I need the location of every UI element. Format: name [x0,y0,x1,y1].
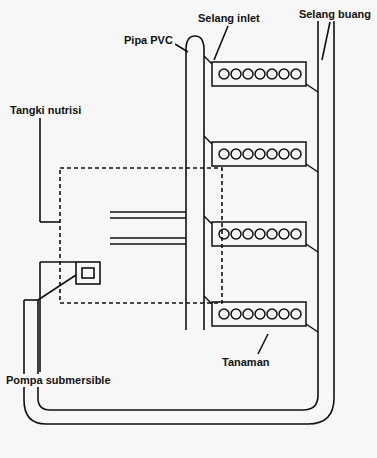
plant-hole [255,149,265,159]
pipe-label: Pipa PVC [122,34,175,47]
plant-hole [267,309,277,319]
plant-hole [291,69,301,79]
plant-hole [267,149,277,159]
plant-hole [291,229,301,239]
plant-hole [219,309,229,319]
plant-hole [279,309,289,319]
pump-inner [82,268,94,278]
inlet-hose [204,216,212,224]
plant-hole [267,229,277,239]
plant-hole [231,229,241,239]
hose-label: Selang inlet [196,12,262,25]
plant-hole [243,229,253,239]
outlet-hose [306,324,318,332]
tank-label: Tangki nutrisi [8,104,83,117]
plant-hole [255,309,265,319]
leader-line [214,26,228,60]
plant-hole [291,309,301,319]
plant-hole [231,309,241,319]
plant-hole [255,69,265,79]
leader-line [39,262,41,372]
leader-line [175,44,188,52]
nutrient-tank [60,168,222,303]
leader-line [39,118,41,222]
nft-channel [212,62,306,86]
plant-hole [279,229,289,239]
leader-line [40,261,76,263]
drain-pipe-outer [38,18,318,410]
leader-line [40,221,60,223]
plant-hole [219,69,229,79]
hose-label: Selang buang [297,8,373,21]
plant-hole [243,309,253,319]
plant-hole [243,69,253,79]
nft-channel [212,222,306,246]
plant-hole [219,229,229,239]
nft-channel [212,302,306,326]
outlet-hose [306,84,318,92]
inlet-hose [204,136,212,144]
leader-line [322,22,330,60]
plant-hole [267,69,277,79]
nft-channel [212,142,306,166]
plant-hole [231,149,241,159]
plant-label: Tanaman [220,356,271,369]
outlet-hose [306,164,318,172]
inlet-hose [204,296,212,304]
plant-hole [279,69,289,79]
plant-hole [255,229,265,239]
plant-hole [279,149,289,159]
pvc-pipe [186,36,204,330]
outlet-hose [306,244,318,252]
submersible-pump [76,262,100,284]
drain-pipe-inner [24,18,334,424]
inlet-hose [204,56,212,64]
plant-hole [231,69,241,79]
plant-hole [243,149,253,159]
plant-hole [291,149,301,159]
leader-line [258,334,268,354]
plant-hole [219,149,229,159]
pump-label: Pompa submersible [4,374,113,387]
